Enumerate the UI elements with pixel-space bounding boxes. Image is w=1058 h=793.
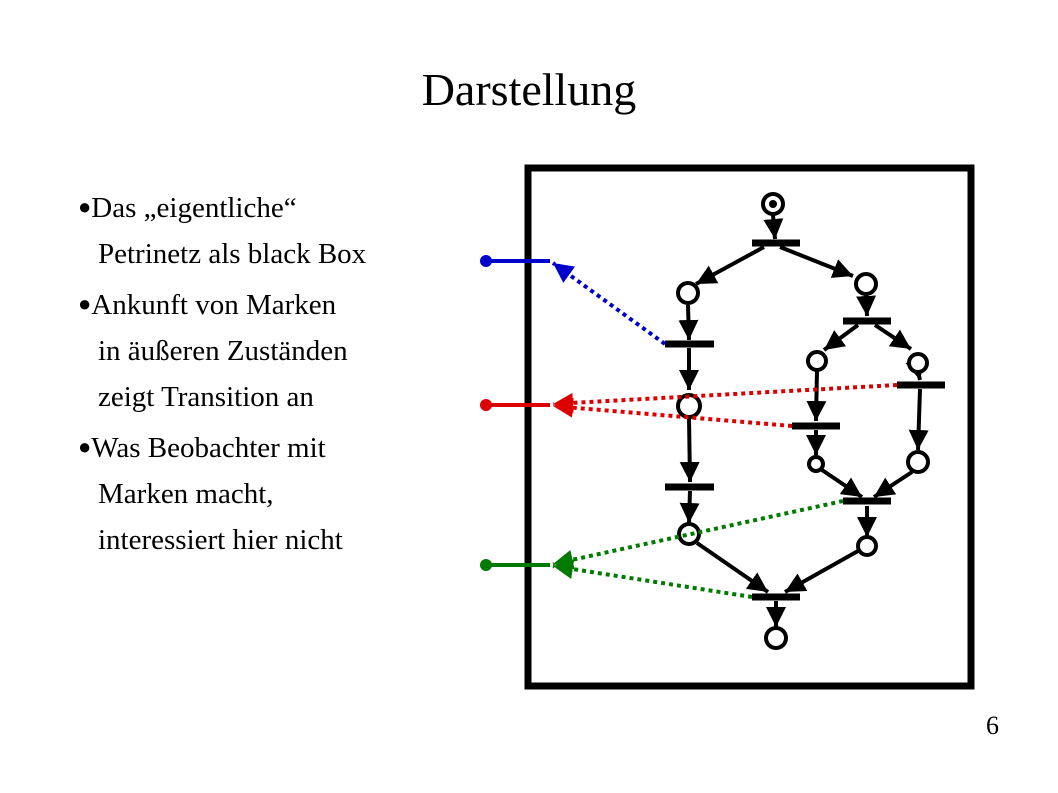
bullet-line: zeigt Transition an [98, 381, 314, 413]
slide-title: Darstellung [421, 64, 637, 115]
arc [806, 369, 827, 422]
observer-blue [480, 255, 667, 346]
place-icon [856, 535, 878, 557]
petri-arcs [678, 214, 929, 627]
arc [822, 323, 860, 352]
observer-arrow [552, 383, 898, 413]
arc [784, 549, 859, 594]
place-icon [907, 352, 929, 374]
place-icon [806, 350, 828, 372]
place-icon [807, 455, 825, 473]
place-icon [677, 522, 701, 546]
observer-arrow [551, 261, 667, 346]
arc [856, 294, 877, 317]
place-icon [676, 281, 700, 305]
arc [695, 245, 765, 286]
arc [872, 470, 914, 499]
arc [679, 417, 700, 483]
bullet-list: ●Das „eigentliche“ Petrinetz als black B… [78, 184, 498, 567]
arc [678, 304, 699, 341]
end-place-icon [764, 626, 788, 650]
place-icon [854, 272, 878, 296]
bullet-line: in äußeren Zuständen [98, 335, 348, 367]
bullet-line: Petrinetz als black Box [98, 238, 367, 270]
observer-arrow [552, 397, 793, 428]
bullet-dot-icon: ● [78, 291, 92, 316]
bullet-line: Was Beobachter mit [91, 432, 326, 464]
token-icon [769, 200, 777, 208]
place-icon [906, 450, 930, 474]
arc [908, 388, 929, 451]
bullet-dot-icon: ● [78, 434, 92, 459]
page-number: 6 [986, 711, 999, 740]
observer-arrow [552, 559, 753, 599]
arc [695, 541, 770, 594]
observer-dot-icon [480, 255, 492, 267]
arc [779, 245, 854, 278]
arc [820, 468, 864, 499]
bullet-item-token-arrival: ●Ankunft von Marken in äußeren Zuständen… [78, 281, 498, 420]
bullet-item-black-box: ●Das „eigentliche“ Petrinetz als black B… [78, 184, 498, 277]
bullet-line: Marken macht, [98, 478, 274, 510]
black-box-frame [524, 164, 975, 690]
arc [679, 490, 700, 524]
bullet-line: Das „eigentliche“ [91, 192, 297, 224]
observer-dot-icon [480, 559, 492, 571]
observer-green [480, 499, 844, 599]
bullet-dot-icon: ● [78, 194, 92, 219]
petri-places [676, 192, 930, 650]
bullet-item-observer: ●Was Beobachter mit Marken macht, intere… [78, 424, 498, 563]
bullet-line: Ankunft von Marken [91, 289, 337, 321]
observer-dot-icon [480, 399, 492, 411]
petri-transitions [665, 239, 945, 601]
observer-red [480, 383, 898, 428]
bullet-line: interessiert hier nicht [98, 524, 343, 556]
arc [873, 323, 913, 351]
arc [763, 214, 784, 240]
observer-arrow [552, 499, 844, 570]
